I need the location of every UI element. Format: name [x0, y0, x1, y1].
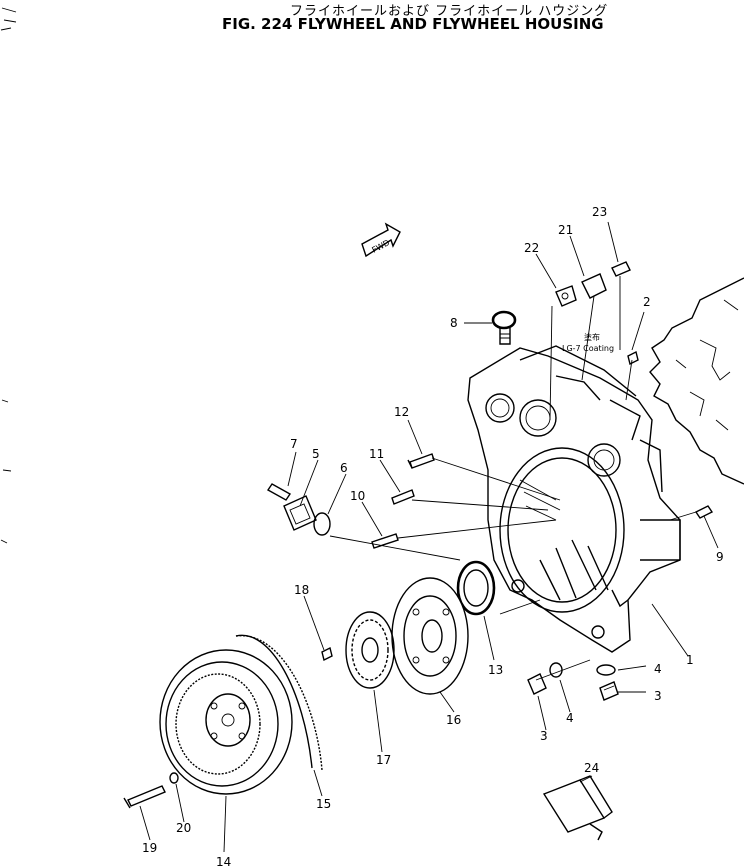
callout-17: 17: [376, 753, 391, 767]
note-jp: 塗布: [584, 332, 600, 342]
callout-2: 2: [643, 295, 651, 309]
callout-8: 8: [450, 316, 458, 330]
oil-seal: [456, 560, 496, 616]
bolt-11: [391, 489, 415, 505]
callout-15: 15: [316, 797, 331, 811]
flywheel-14: [159, 649, 293, 795]
callout-18: 18: [294, 583, 309, 597]
callout-4-left: 4: [566, 711, 574, 725]
callout-20: 20: [176, 821, 191, 835]
callout-23: 23: [592, 205, 607, 219]
bolt-12: [407, 453, 435, 469]
o-ring-6: [313, 512, 331, 536]
figure-title: FIG. 224 FLYWHEEL AND FLYWHEEL HOUSING: [222, 15, 604, 33]
callout-9: 9: [716, 550, 724, 564]
callout-14: 14: [216, 855, 231, 867]
plug-2: [627, 350, 639, 366]
callout-24: 24: [584, 761, 599, 775]
callout-12: 12: [394, 405, 409, 419]
japanese-title: フライホイールおよび フライホイール ハウジング: [290, 4, 609, 19]
cover-bolt: [611, 261, 631, 277]
leader-lines: [329, 276, 697, 681]
callout-10: 10: [350, 489, 365, 503]
gear-17: [345, 611, 395, 689]
o-ring-4-right: [596, 664, 616, 676]
eye-bolt: [491, 310, 517, 345]
callout-7: 7: [290, 437, 298, 451]
callout-3-right: 3: [654, 689, 662, 703]
callout-21: 21: [558, 223, 573, 237]
fwd-label: FWD: [370, 238, 391, 255]
o-ring-4-left: [549, 662, 563, 678]
callout-19: 19: [142, 841, 157, 855]
bolt-7: [266, 483, 292, 501]
bolt-19: [123, 785, 166, 809]
callout-22: 22: [524, 241, 539, 255]
callout-leaders: [139, 221, 719, 853]
cover-5: [283, 495, 317, 531]
note-lg7: LG-7 Coating: [562, 344, 614, 353]
engine-block: [649, 277, 744, 485]
plug-3-left: [527, 673, 547, 695]
callout-6: 6: [340, 461, 348, 475]
cover-gasket: [555, 285, 577, 307]
bolt-10: [371, 533, 399, 549]
flywheel-housing: [467, 345, 681, 653]
damper-16: [391, 577, 469, 695]
washer-20: [169, 772, 179, 784]
cover-plate: [581, 273, 607, 299]
callout-13: 13: [488, 663, 503, 677]
callout-16: 16: [446, 713, 461, 727]
callout-4-right: 4: [654, 662, 662, 676]
scan-artifacts: [0, 7, 17, 544]
plug-3-right: [599, 681, 619, 701]
callout-3-left: 3: [540, 729, 548, 743]
fwd-arrow-icon: FWD: [361, 222, 401, 258]
callout-11: 11: [369, 447, 384, 461]
tool-24: [542, 775, 613, 841]
callout-1: 1: [686, 653, 694, 667]
ring-gear-15: [235, 634, 323, 771]
callout-5: 5: [312, 447, 320, 461]
pin-18: [321, 646, 333, 662]
dowel-pin-9: [694, 505, 714, 519]
